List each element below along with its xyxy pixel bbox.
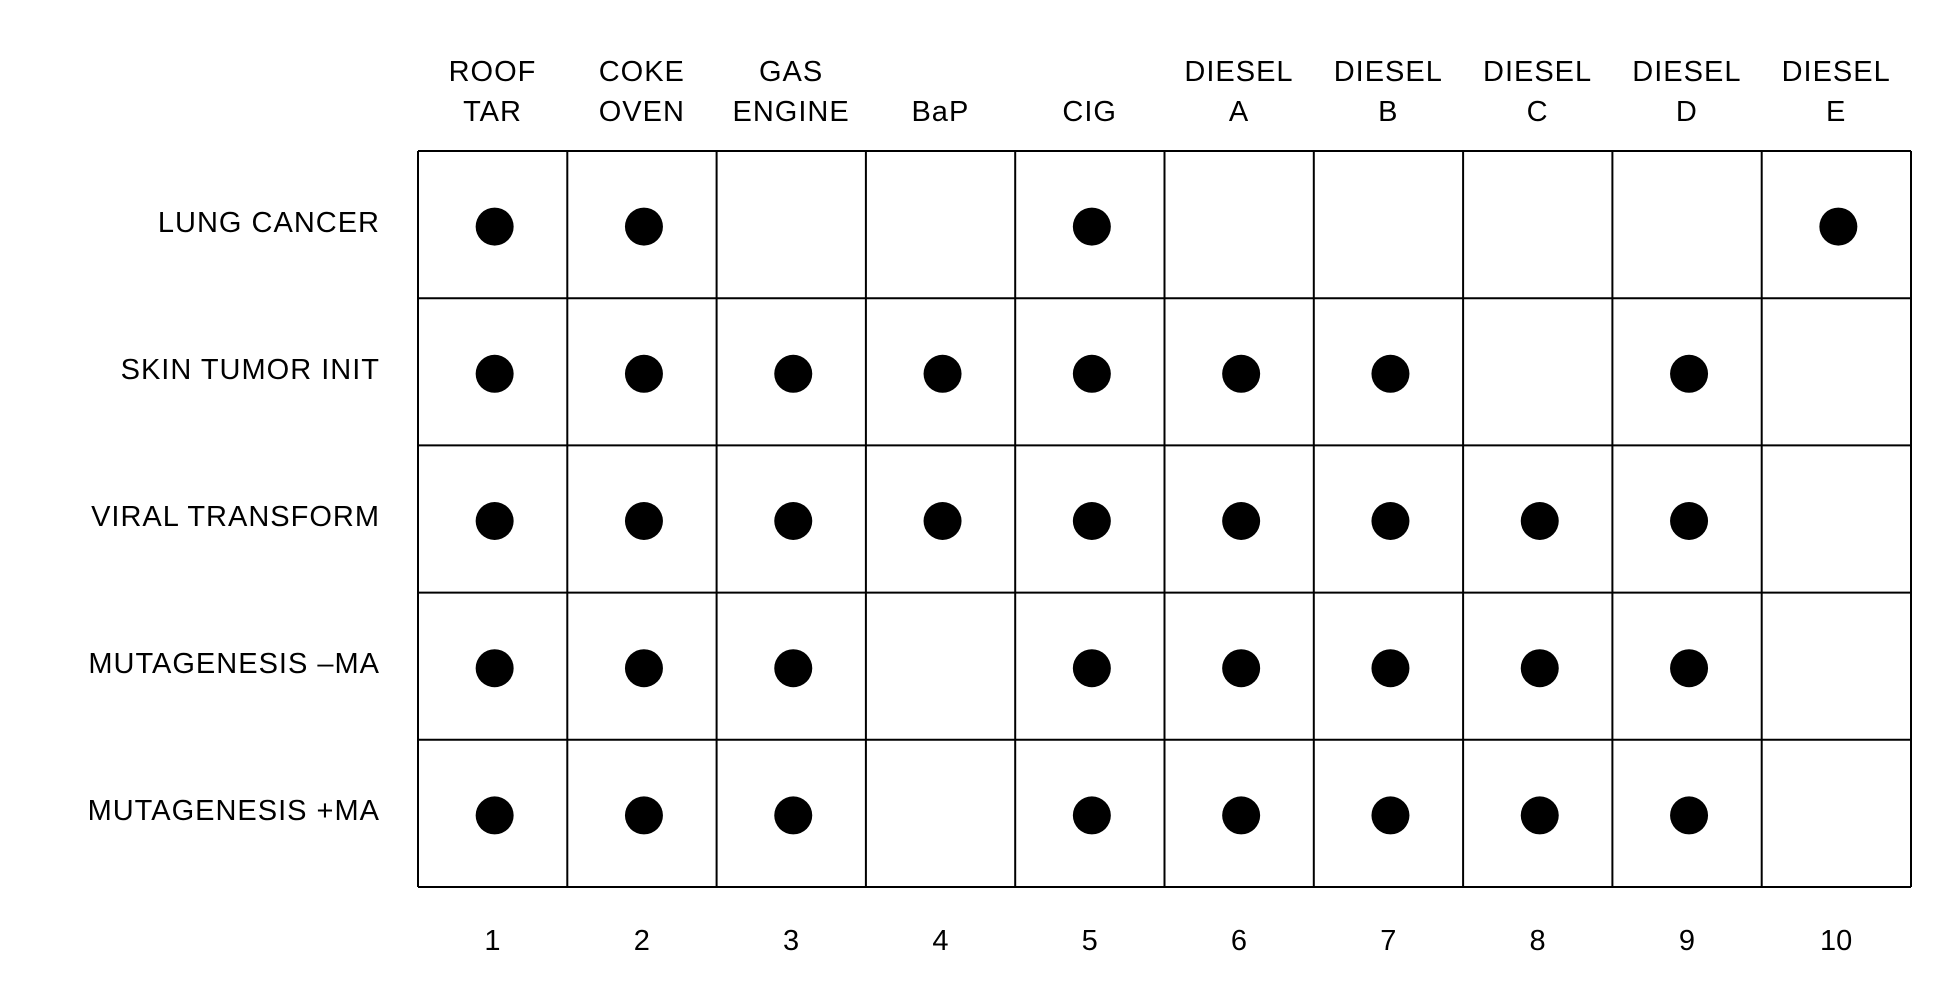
column-header: BaP bbox=[866, 52, 1015, 132]
column-header-line2: BaP bbox=[911, 96, 970, 128]
positive-result-dot bbox=[1072, 354, 1111, 393]
column-header-line1: DIESEL bbox=[1632, 56, 1742, 88]
positive-result-dot bbox=[1072, 207, 1111, 246]
positive-result-dot bbox=[774, 354, 813, 393]
positive-result-dot bbox=[1371, 502, 1410, 540]
column-header-line1: DIESEL bbox=[1184, 56, 1294, 88]
positive-result-dot bbox=[1072, 796, 1111, 835]
column-number-label: 1 bbox=[484, 925, 501, 957]
positive-result-dot bbox=[1072, 502, 1111, 540]
positive-result-dot bbox=[923, 354, 962, 393]
column-number-label: 8 bbox=[1529, 925, 1546, 957]
column-header-line2: A bbox=[1228, 96, 1250, 128]
positive-result-dot bbox=[1222, 649, 1261, 688]
column-header-line1: DIESEL bbox=[1483, 56, 1593, 88]
column-header-line1 bbox=[866, 52, 1015, 92]
positive-result-dot bbox=[1670, 649, 1709, 688]
column-number-label: 10 bbox=[1820, 925, 1853, 957]
column-header: DIESEL C bbox=[1463, 52, 1612, 132]
positive-result-dot bbox=[1520, 649, 1559, 688]
row-label: SKIN TUMOR INIT bbox=[120, 353, 380, 386]
positive-result-dot bbox=[1371, 354, 1410, 393]
row-label: LUNG CANCER bbox=[157, 206, 380, 239]
positive-result-dot bbox=[1222, 502, 1261, 540]
column-header-line1: ROOF bbox=[448, 56, 537, 88]
positive-result-dot bbox=[1222, 354, 1261, 393]
column-header-line1: GAS bbox=[758, 56, 824, 88]
column-header: DIESEL D bbox=[1612, 52, 1761, 132]
column-number-label: 9 bbox=[1678, 925, 1695, 957]
positive-result-dot bbox=[624, 207, 663, 246]
positive-result-dot bbox=[1371, 796, 1410, 835]
row-label: VIRAL TRANSFORM bbox=[91, 501, 380, 533]
column-header: CIG bbox=[1015, 52, 1164, 132]
positive-result-dot bbox=[1520, 796, 1559, 835]
positive-result-dot bbox=[475, 796, 514, 835]
positive-result-dot bbox=[1670, 354, 1709, 393]
column-number-label: 2 bbox=[633, 925, 650, 957]
positive-result-dot bbox=[774, 502, 813, 540]
positive-result-dot bbox=[1670, 796, 1709, 835]
positive-result-dot bbox=[475, 207, 514, 246]
column-header-line2: ENGINE bbox=[732, 96, 850, 128]
column-number-label: 5 bbox=[1081, 925, 1098, 957]
column-header-line2: OVEN bbox=[598, 96, 685, 128]
column-header-line2: C bbox=[1526, 96, 1549, 128]
column-number-label: 3 bbox=[783, 925, 800, 957]
column-header-line1: DIESEL bbox=[1333, 56, 1443, 88]
column-header-line2: B bbox=[1378, 96, 1399, 128]
column-header-line1: DIESEL bbox=[1781, 56, 1891, 88]
positive-result-dot bbox=[774, 649, 813, 688]
positive-result-dot bbox=[624, 796, 663, 835]
column-header-line2: E bbox=[1826, 96, 1847, 128]
positive-result-dot bbox=[1670, 502, 1709, 540]
positive-result-dot bbox=[475, 502, 514, 540]
column-header: DIESEL E bbox=[1762, 52, 1911, 132]
column-header: COKE OVEN bbox=[567, 52, 716, 132]
positive-result-dot bbox=[1072, 649, 1111, 688]
column-header: GAS ENGINE bbox=[717, 52, 866, 132]
row-label: MUTAGENESIS +MA bbox=[87, 795, 380, 828]
positive-result-dot bbox=[475, 354, 514, 393]
column-number-label: 6 bbox=[1230, 925, 1248, 957]
column-header-line1: COKE bbox=[598, 56, 685, 88]
column-number-label: 4 bbox=[932, 925, 949, 957]
column-header-line2: TAR bbox=[463, 96, 522, 128]
row-label: MUTAGENESIS –MA bbox=[88, 648, 380, 681]
positive-result-dot bbox=[1819, 207, 1858, 246]
column-header-line1 bbox=[1015, 52, 1164, 92]
positive-result-dot bbox=[923, 502, 962, 540]
column-header: DIESEL B bbox=[1314, 52, 1463, 132]
positive-result-dot bbox=[1520, 502, 1559, 540]
positive-result-dot bbox=[624, 354, 663, 393]
column-header-line2: D bbox=[1675, 96, 1698, 128]
positive-result-dot bbox=[1371, 649, 1410, 688]
positive-result-dot bbox=[774, 796, 813, 835]
column-number-label: 7 bbox=[1380, 925, 1397, 957]
positive-result-dot bbox=[624, 649, 663, 688]
positive-result-dot bbox=[624, 502, 663, 540]
column-header: ROOF TAR bbox=[418, 52, 567, 132]
column-header: DIESEL A bbox=[1165, 52, 1314, 132]
positive-result-dot bbox=[1222, 796, 1261, 835]
column-header-line2: CIG bbox=[1062, 96, 1117, 128]
positive-result-dot bbox=[475, 649, 514, 688]
